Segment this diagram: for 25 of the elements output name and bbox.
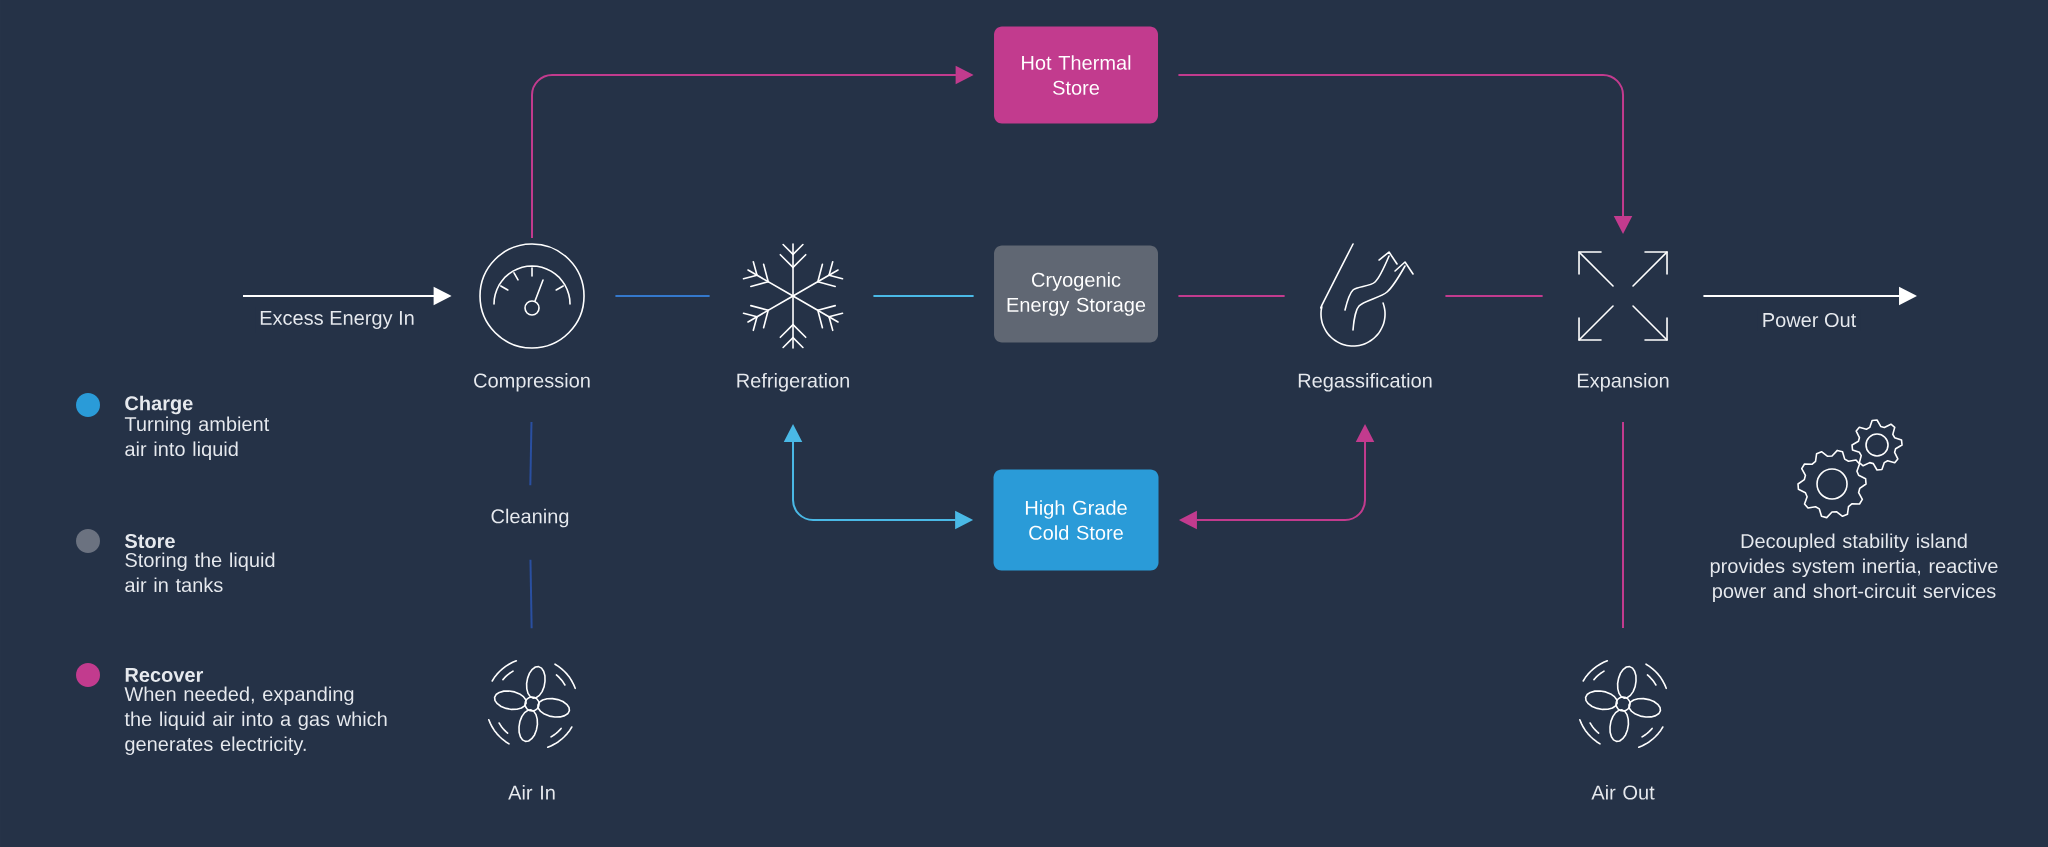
connector-line: [1177, 295, 1286, 297]
connector-line: [614, 295, 711, 297]
description-text: Storing the liquid air in tanks: [125, 552, 275, 593]
connector-line: [529, 421, 533, 487]
description-text: Decoupled stability island provides system inertia, reactive power and short-circuit services: [1710, 533, 1998, 603]
step-label: Air Out: [1591, 784, 1655, 800]
legend-heading: Charge: [125, 395, 193, 415]
step-label: Regassification: [1298, 372, 1432, 392]
step-label: Cleaning: [491, 508, 569, 528]
step-label: Refrigeration: [737, 372, 849, 392]
description-text: Turning ambient air into liquid: [124, 416, 270, 461]
connector-line: [1622, 421, 1625, 629]
process-box: Hot Thermal Store: [994, 26, 1158, 124]
process-box: Cryogenic Energy Storage: [994, 245, 1158, 343]
edge-label: Excess Energy In: [255, 307, 419, 333]
description-text: When needed, expanding the liquid air into a gas which generates electricity.: [124, 686, 387, 756]
step-label: Expansion: [1577, 372, 1669, 392]
step-label: Compression: [474, 372, 590, 392]
connector-line: [529, 558, 533, 630]
process-box: High Grade Cold Store: [993, 469, 1159, 571]
connector-line: [872, 295, 975, 297]
connector-line: [1444, 295, 1544, 297]
legend-heading: Store: [124, 533, 175, 549]
legend-heading: Recover: [125, 668, 204, 682]
step-label: Air In: [508, 785, 555, 800]
